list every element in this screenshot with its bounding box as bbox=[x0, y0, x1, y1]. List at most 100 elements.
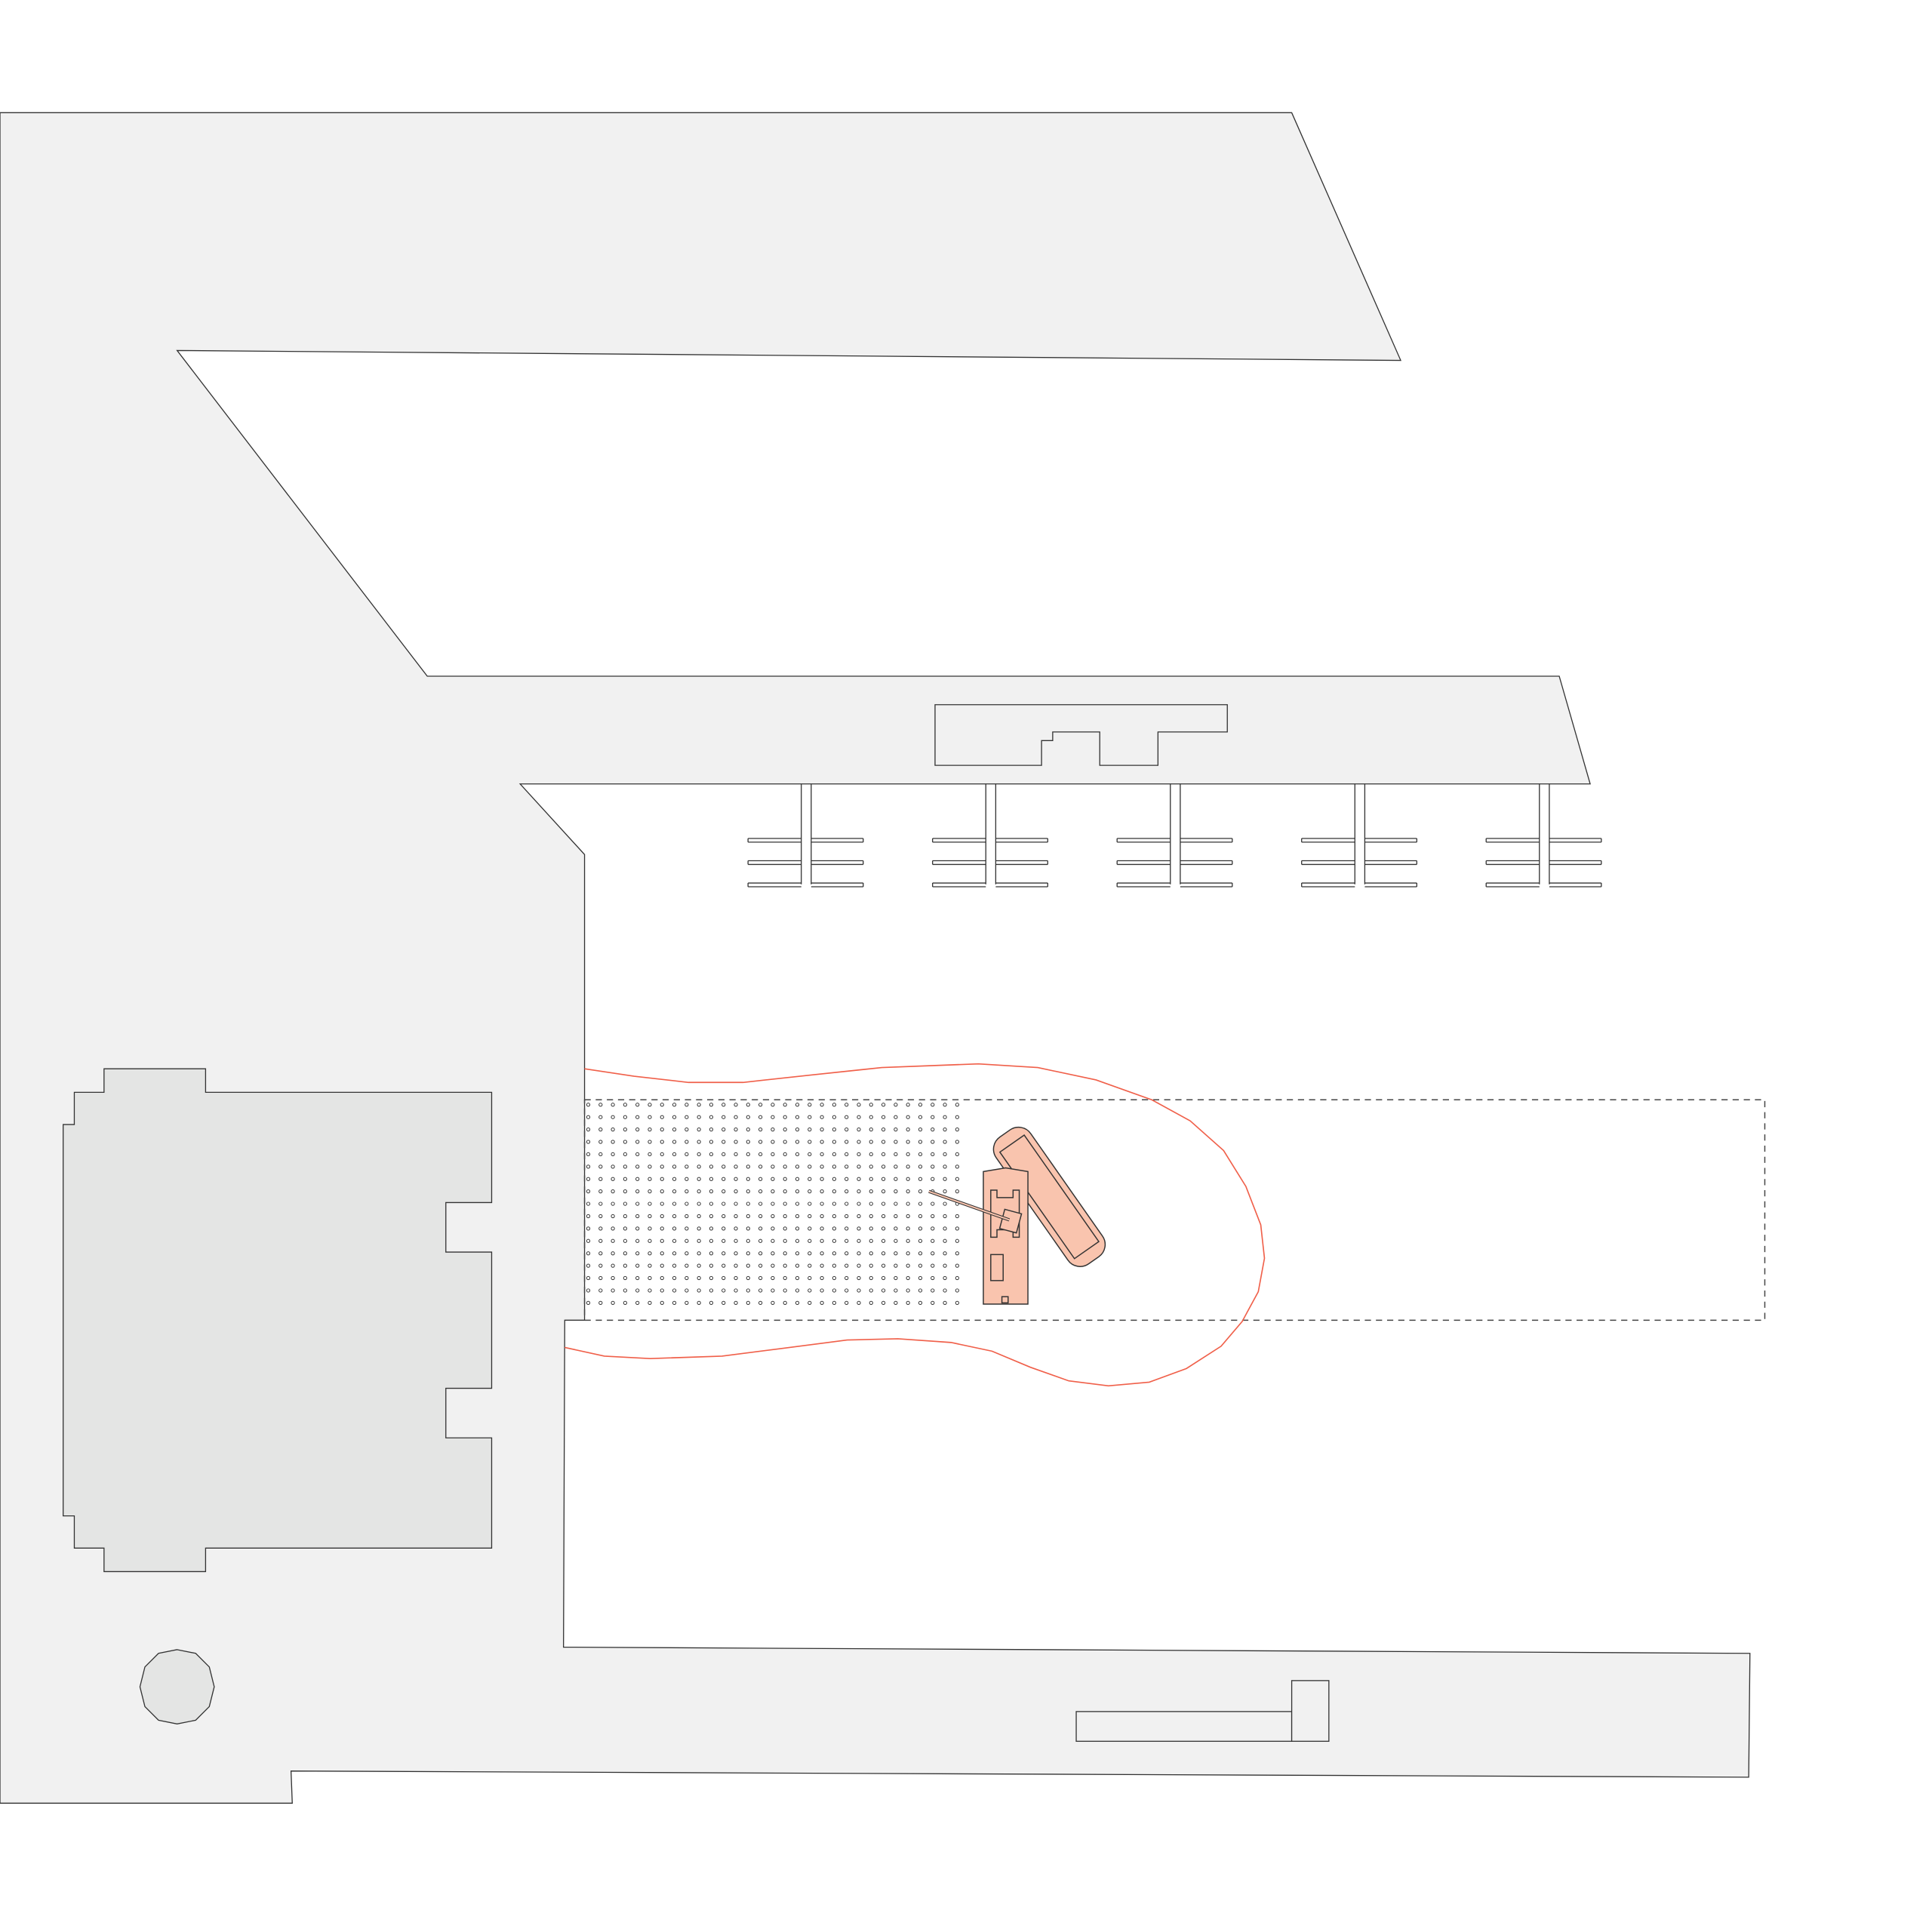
pile bbox=[721, 1238, 726, 1243]
pile bbox=[721, 1127, 726, 1132]
pile bbox=[598, 1140, 603, 1144]
pile bbox=[894, 1251, 898, 1256]
exclusion-boundary bbox=[565, 1063, 1266, 1387]
pile bbox=[611, 1251, 615, 1256]
pile bbox=[623, 1238, 627, 1243]
pile bbox=[931, 1214, 935, 1219]
pile bbox=[611, 1201, 615, 1206]
pile bbox=[697, 1115, 701, 1119]
pile bbox=[598, 1238, 603, 1243]
pile bbox=[709, 1115, 714, 1119]
pile bbox=[586, 1115, 591, 1119]
pile bbox=[635, 1177, 640, 1181]
pile bbox=[795, 1275, 800, 1281]
pile bbox=[672, 1115, 677, 1119]
pile bbox=[881, 1263, 886, 1268]
pile bbox=[955, 1300, 959, 1305]
pile bbox=[931, 1251, 935, 1256]
pile bbox=[844, 1263, 849, 1268]
pile bbox=[611, 1152, 615, 1157]
pile bbox=[623, 1263, 627, 1268]
pile bbox=[685, 1226, 689, 1231]
pile bbox=[857, 1214, 861, 1219]
pile bbox=[918, 1127, 923, 1132]
pile bbox=[869, 1127, 873, 1132]
pile bbox=[820, 1115, 824, 1119]
pile bbox=[820, 1103, 824, 1107]
pile bbox=[869, 1275, 873, 1281]
pile bbox=[808, 1275, 812, 1281]
pile bbox=[844, 1127, 849, 1132]
pile bbox=[611, 1275, 615, 1281]
pile bbox=[869, 1177, 873, 1181]
pile bbox=[906, 1251, 910, 1256]
pile bbox=[906, 1300, 910, 1305]
pile bbox=[881, 1115, 886, 1119]
pile bbox=[795, 1238, 800, 1243]
pile bbox=[660, 1238, 664, 1243]
pile bbox=[685, 1214, 689, 1219]
pile bbox=[672, 1177, 677, 1181]
pile bbox=[906, 1115, 910, 1119]
pile bbox=[734, 1275, 738, 1281]
pile bbox=[783, 1152, 787, 1157]
pile bbox=[844, 1238, 849, 1243]
pile bbox=[881, 1288, 886, 1293]
pile bbox=[931, 1103, 935, 1107]
pile bbox=[623, 1214, 627, 1219]
crane-barge bbox=[928, 1167, 1029, 1305]
pile bbox=[832, 1152, 837, 1157]
pile bbox=[906, 1127, 910, 1132]
pile bbox=[734, 1300, 738, 1305]
pile bbox=[758, 1226, 763, 1231]
pile bbox=[648, 1251, 652, 1256]
pile bbox=[758, 1288, 763, 1293]
pile bbox=[771, 1214, 775, 1219]
pile bbox=[660, 1115, 664, 1119]
pile bbox=[795, 1263, 800, 1268]
pile bbox=[598, 1189, 603, 1194]
pile bbox=[869, 1300, 873, 1305]
work-zone-boundary bbox=[583, 1099, 1766, 1321]
pile bbox=[685, 1275, 689, 1281]
pile bbox=[844, 1201, 849, 1206]
pile bbox=[955, 1140, 959, 1144]
pile bbox=[635, 1152, 640, 1157]
pile bbox=[795, 1164, 800, 1169]
pile bbox=[820, 1189, 824, 1194]
pile bbox=[672, 1189, 677, 1194]
pile bbox=[906, 1177, 910, 1181]
pile bbox=[635, 1201, 640, 1206]
pile bbox=[881, 1140, 886, 1144]
pile bbox=[586, 1140, 591, 1144]
pile bbox=[820, 1127, 824, 1132]
pile bbox=[697, 1238, 701, 1243]
pile bbox=[808, 1164, 812, 1169]
pile bbox=[906, 1275, 910, 1281]
pile bbox=[795, 1300, 800, 1305]
pile bbox=[660, 1288, 664, 1293]
pile bbox=[758, 1251, 763, 1256]
pile bbox=[906, 1189, 910, 1194]
pile bbox=[808, 1152, 812, 1157]
pile bbox=[721, 1164, 726, 1169]
pile bbox=[734, 1251, 738, 1256]
pile bbox=[857, 1288, 861, 1293]
pile bbox=[844, 1115, 849, 1119]
barge-vessel bbox=[992, 1126, 1106, 1267]
pile bbox=[611, 1226, 615, 1231]
pile bbox=[820, 1177, 824, 1181]
pile bbox=[721, 1288, 726, 1293]
pile bbox=[635, 1140, 640, 1144]
pile bbox=[918, 1152, 923, 1157]
pile bbox=[771, 1152, 775, 1157]
pile bbox=[931, 1140, 935, 1144]
pile bbox=[832, 1201, 837, 1206]
pile bbox=[758, 1263, 763, 1268]
pile bbox=[808, 1251, 812, 1256]
pile bbox=[623, 1127, 627, 1132]
pile bbox=[820, 1201, 824, 1206]
pile bbox=[586, 1214, 591, 1219]
pile bbox=[832, 1189, 837, 1194]
pile bbox=[586, 1251, 591, 1256]
